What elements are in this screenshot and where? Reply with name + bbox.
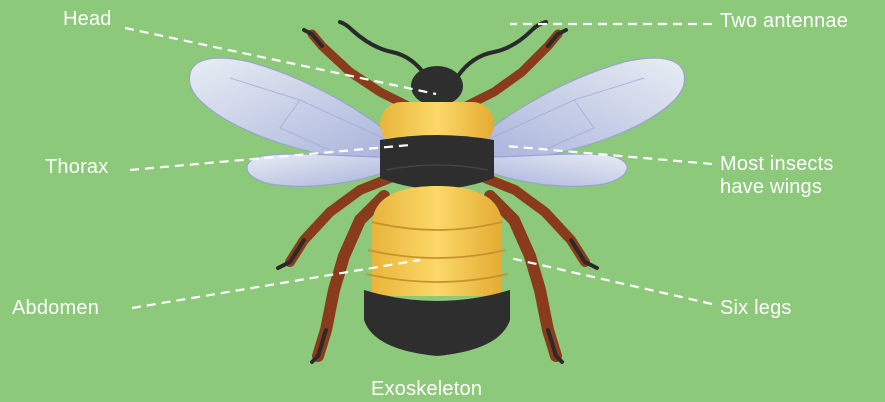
- label-abdomen: Abdomen: [12, 297, 99, 320]
- abdomen: [364, 186, 510, 356]
- thorax: [380, 102, 494, 189]
- label-head: Head: [63, 8, 112, 31]
- label-antennae: Two antennae: [720, 10, 848, 33]
- label-thorax: Thorax: [45, 156, 108, 179]
- right-forewing: [466, 58, 685, 161]
- label-wings-line1: Most insects: [720, 153, 834, 176]
- left-forewing: [189, 58, 408, 161]
- label-legs: Six legs: [720, 297, 792, 320]
- head: [411, 66, 463, 106]
- label-exoskeleton: Exoskeleton: [371, 378, 482, 401]
- label-wings: Most insects have wings: [720, 153, 834, 199]
- label-wings-line2: have wings: [720, 176, 834, 199]
